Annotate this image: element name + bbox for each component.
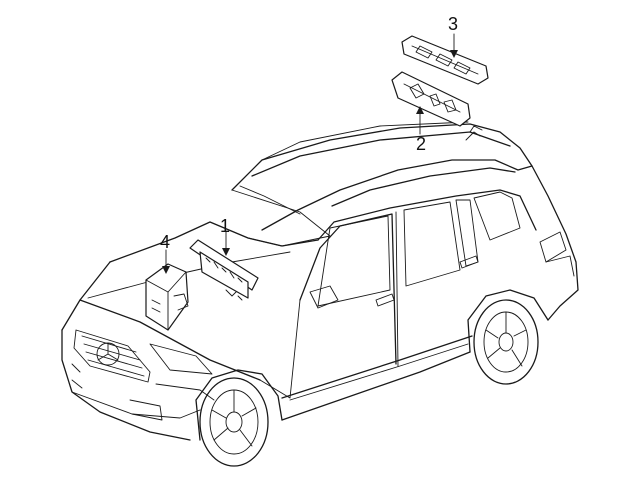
arrowhead-2 [416, 106, 424, 114]
part-3-lamp-cover [401, 35, 489, 85]
part-4-control-unit [145, 263, 189, 331]
arrowhead-4 [162, 266, 170, 274]
rear-detail [465, 131, 481, 141]
part-2-overhead-console [391, 71, 471, 127]
arrowhead-1 [222, 248, 230, 256]
part-1-module [189, 239, 259, 301]
vehicle-outline [61, 121, 579, 467]
callout-3: 3 [448, 14, 458, 34]
callout-1: 1 [220, 216, 230, 236]
leader-lines [162, 33, 458, 274]
callout-2: 2 [416, 134, 426, 154]
arrowhead-3 [450, 50, 458, 58]
callout-4: 4 [160, 232, 170, 252]
